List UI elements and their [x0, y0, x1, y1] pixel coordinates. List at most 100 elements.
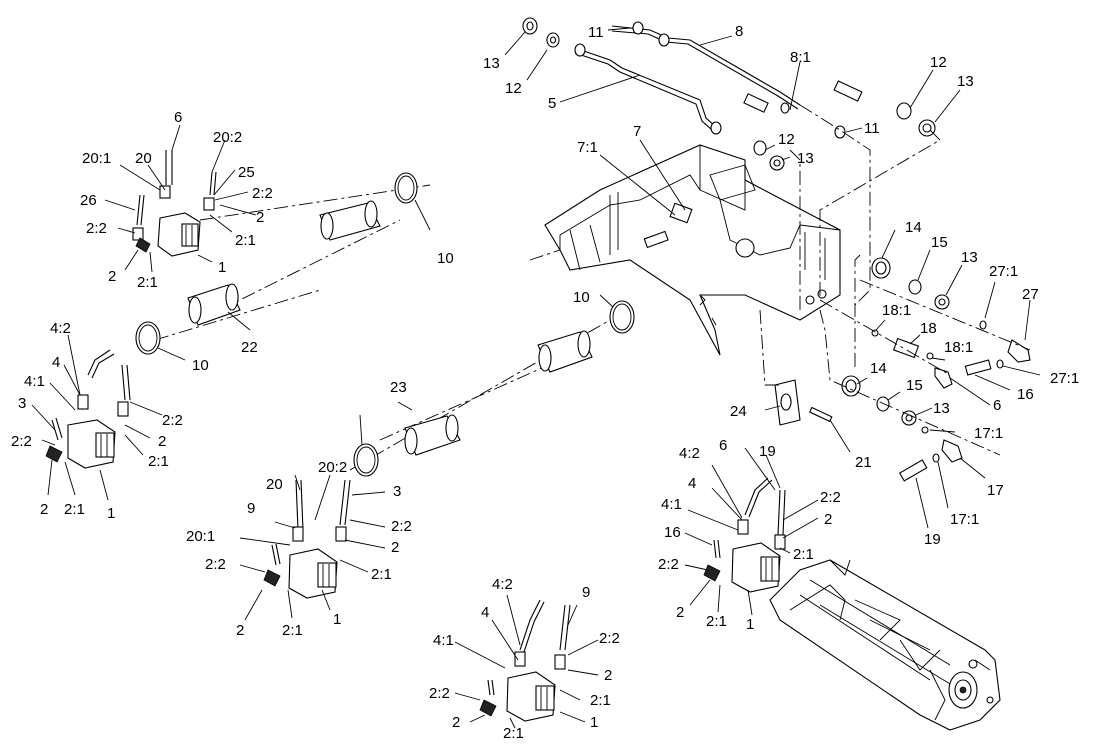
callout-5: 5 — [548, 95, 556, 112]
callout-2-2: 2:2 — [252, 185, 273, 202]
callout-20-2: 20:2 — [318, 459, 347, 476]
assembly-lines — [154, 104, 1031, 471]
callout-11: 11 — [588, 24, 604, 41]
callout-23: 23 — [390, 379, 407, 396]
coupling-23 — [404, 414, 461, 456]
callout-13: 13 — [933, 400, 950, 417]
leader-lines — [31, 27, 1041, 729]
callout-2-2: 2:2 — [86, 220, 107, 237]
callout-18: 18 — [920, 320, 937, 337]
callout-2-1: 2:1 — [371, 566, 392, 583]
callout-4-1: 4:1 — [661, 496, 682, 513]
coupling-upper — [319, 200, 381, 241]
callout-1: 1 — [590, 714, 598, 731]
callout-8-1: 8:1 — [790, 49, 811, 66]
fittings-right — [774, 257, 1031, 482]
callout-6: 6 — [719, 437, 727, 454]
callout-27-1: 27:1 — [1050, 370, 1079, 387]
callout-15: 15 — [906, 377, 923, 394]
callout-4: 4 — [52, 354, 60, 371]
callout-2-1: 2:1 — [503, 725, 524, 742]
callout-2-2: 2:2 — [11, 433, 32, 450]
callout-15: 15 — [931, 234, 948, 251]
callout-4-2: 4:2 — [492, 576, 513, 593]
callout-13: 13 — [961, 249, 978, 266]
callout-14: 14 — [870, 360, 887, 377]
callout-2-2: 2:2 — [205, 556, 226, 573]
callout-19: 19 — [924, 531, 941, 548]
callout-22: 22 — [241, 339, 258, 356]
motor-assembly-bottom — [479, 599, 571, 722]
callout-11: 11 — [864, 120, 880, 137]
motor-assembly-top-left — [132, 150, 217, 257]
callout-4: 4 — [481, 604, 489, 621]
callout-27: 27 — [1022, 286, 1039, 303]
reel-cutting-unit — [769, 559, 1001, 731]
callout-labels: 13 12 11 8 8:1 5 12 13 11 12 13 7:1 7 6 … — [11, 23, 1079, 742]
callout-2-1: 2:1 — [706, 613, 727, 630]
fitting-8-1 — [743, 80, 936, 171]
callout-12: 12 — [930, 54, 947, 71]
callout-4-2: 4:2 — [679, 445, 700, 462]
hydraulic-tube-5 — [574, 43, 722, 135]
callout-10: 10 — [437, 250, 454, 267]
callout-13: 13 — [957, 73, 974, 90]
callout-6: 6 — [174, 109, 182, 126]
callout-2: 2 — [676, 604, 684, 621]
callout-4: 4 — [688, 475, 696, 492]
callout-2-1: 2:1 — [64, 501, 85, 518]
mower-frame — [544, 144, 841, 356]
callout-16: 16 — [1017, 386, 1034, 403]
callout-7: 7 — [633, 123, 641, 140]
callout-4-1: 4:1 — [24, 373, 45, 390]
callout-13: 13 — [483, 55, 500, 72]
callout-2: 2 — [824, 511, 832, 528]
callout-20-2: 20:2 — [213, 129, 242, 146]
callout-10: 10 — [192, 357, 209, 374]
callout-2-2: 2:2 — [658, 556, 679, 573]
callout-19: 19 — [759, 443, 776, 460]
callout-17-1: 17:1 — [974, 425, 1003, 442]
hydraulic-tube-8 — [611, 21, 801, 110]
callout-1: 1 — [107, 505, 115, 522]
callout-10: 10 — [573, 289, 590, 306]
callout-12: 12 — [505, 80, 522, 97]
callout-4-1: 4:1 — [433, 632, 454, 649]
callout-3: 3 — [393, 483, 401, 500]
callout-2-1: 2:1 — [148, 453, 169, 470]
callout-13: 13 — [797, 150, 814, 167]
motor-assembly-lower-left — [263, 479, 351, 599]
callout-24: 24 — [730, 403, 747, 420]
callout-6: 6 — [993, 397, 1001, 414]
callout-2-2: 2:2 — [429, 685, 450, 702]
callout-26: 26 — [80, 192, 97, 209]
callout-20: 20 — [266, 476, 283, 493]
coupling-lower-right — [537, 330, 593, 373]
callout-17: 17 — [987, 482, 1004, 499]
callout-2: 2 — [236, 622, 244, 639]
callout-2-2: 2:2 — [162, 412, 183, 429]
callout-1: 1 — [333, 611, 341, 628]
callout-2-2: 2:2 — [820, 489, 841, 506]
callout-27-1: 27:1 — [989, 263, 1018, 280]
callout-2-1: 2:1 — [282, 622, 303, 639]
callout-2: 2 — [452, 714, 460, 731]
callout-18-1: 18:1 — [944, 339, 973, 356]
callout-20: 20 — [135, 150, 152, 167]
callout-21: 21 — [855, 454, 872, 471]
callout-2: 2 — [108, 268, 116, 285]
motor-assembly-left — [45, 349, 131, 469]
callout-2: 2 — [256, 209, 264, 226]
washers-top-left — [522, 17, 560, 48]
callout-3: 3 — [18, 395, 26, 412]
coupling-22 — [187, 283, 241, 326]
callout-2-2: 2:2 — [391, 518, 412, 535]
hose-clamps — [135, 172, 635, 477]
callout-9: 9 — [582, 584, 590, 601]
callout-4-2: 4:2 — [50, 320, 71, 337]
callout-7-1: 7:1 — [577, 139, 598, 156]
callout-2: 2 — [158, 433, 166, 450]
callout-20-1: 20:1 — [186, 528, 215, 545]
